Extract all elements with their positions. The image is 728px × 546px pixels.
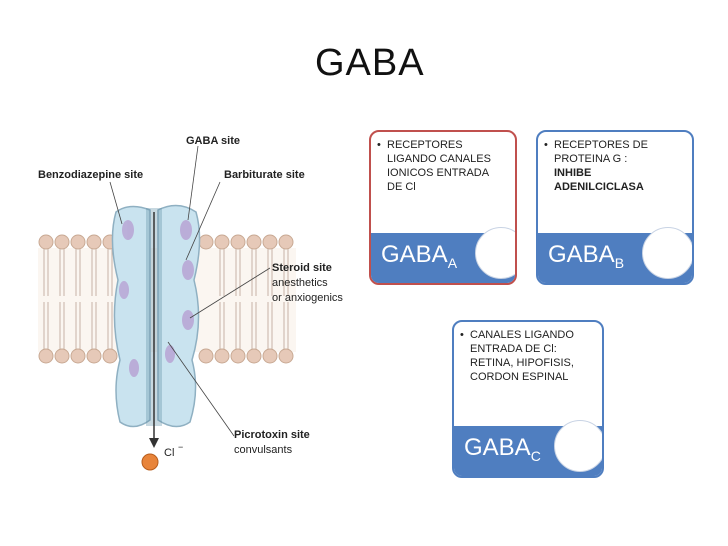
card-gaba-b-line: PROTEINA G : xyxy=(554,153,628,165)
binding-sites xyxy=(119,220,194,377)
membrane-bottom-heads xyxy=(38,348,294,364)
card-gaba-a-footer: GABAA xyxy=(371,227,515,283)
card-gaba-a-line: IONICOS ENTRADA xyxy=(387,167,490,179)
card-gaba-c-title: GABAC xyxy=(464,434,541,464)
card-gaba-b-line: RECEPTORES DE xyxy=(554,139,648,151)
card-gaba-a-line: LIGANDO CANALES xyxy=(387,153,491,165)
card-gaba-c: • CANALES LIGANDO ENTRADA DE Cl: RETINA,… xyxy=(452,320,604,478)
card-gaba-a-text: • RECEPTORES LIGANDO CANALES IONICOS ENT… xyxy=(377,139,491,193)
card-gaba-b-bold-line: INHIBE xyxy=(554,167,592,179)
label-picrotoxin-note: convulsants xyxy=(234,444,293,456)
card-gaba-a-line: RECEPTORES xyxy=(387,139,463,151)
membrane-top-heads xyxy=(38,234,294,250)
label-chloride: Cl xyxy=(164,447,174,459)
card-gaba-b-text: • RECEPTORES DE PROTEINA G : INHIBE ADEN… xyxy=(544,139,648,193)
ion-flow-arrowhead xyxy=(149,438,159,448)
card-gaba-c-line: RETINA, HIPOFISIS, xyxy=(470,357,574,369)
card-gaba-c-footer: GABAC xyxy=(454,420,602,476)
label-picrotoxin-site: Picrotoxin site xyxy=(234,429,310,441)
label-steroid-note-1: anesthetics xyxy=(272,277,328,289)
card-gaba-c-circle xyxy=(554,420,602,472)
label-benzodiazepine-site: Benzodiazepine site xyxy=(38,169,143,181)
page-title: GABA xyxy=(315,42,425,84)
membrane-bottom-tails xyxy=(43,302,289,349)
card-gaba-a-title: GABAA xyxy=(381,241,458,271)
label-gaba-site: GABA site xyxy=(186,135,240,147)
card-gaba-c-line: CANALES LIGANDO xyxy=(470,329,574,341)
label-chloride-charge: − xyxy=(178,442,183,452)
card-gaba-b-bold-line: ADENILCICLASA xyxy=(554,181,644,193)
card-gaba-b: • RECEPTORES DE PROTEINA G : INHIBE ADEN… xyxy=(536,130,694,285)
card-gaba-b-footer: GABAB xyxy=(538,227,692,283)
receptor-illustration: GABA site Benzodiazepine site Barbiturat… xyxy=(38,135,343,471)
gaba-receptor-diagram: GABA site Benzodiazepine site Barbiturat… xyxy=(38,120,348,480)
chloride-ion xyxy=(141,453,159,471)
label-steroid-note-2: or anxiogenics xyxy=(272,292,343,304)
membrane-top-tails xyxy=(43,249,289,296)
channel-left-subunit xyxy=(111,205,151,428)
label-barbiturate-site: Barbiturate site xyxy=(224,169,305,181)
card-gaba-b-title: GABAB xyxy=(548,241,625,271)
card-gaba-c-line: ENTRADA DE Cl: xyxy=(470,343,557,355)
leader-lines xyxy=(109,145,271,437)
card-gaba-b-circle xyxy=(642,227,692,279)
card-gaba-c-line: CORDON ESPINAL xyxy=(470,371,569,383)
label-steroid-site: Steroid site xyxy=(272,262,332,274)
card-gaba-a: • RECEPTORES LIGANDO CANALES IONICOS ENT… xyxy=(369,130,517,285)
card-gaba-a-line: DE Cl xyxy=(387,181,416,193)
card-gaba-a-circle xyxy=(475,227,515,279)
card-gaba-c-text: • CANALES LIGANDO ENTRADA DE Cl: RETINA,… xyxy=(460,329,574,383)
